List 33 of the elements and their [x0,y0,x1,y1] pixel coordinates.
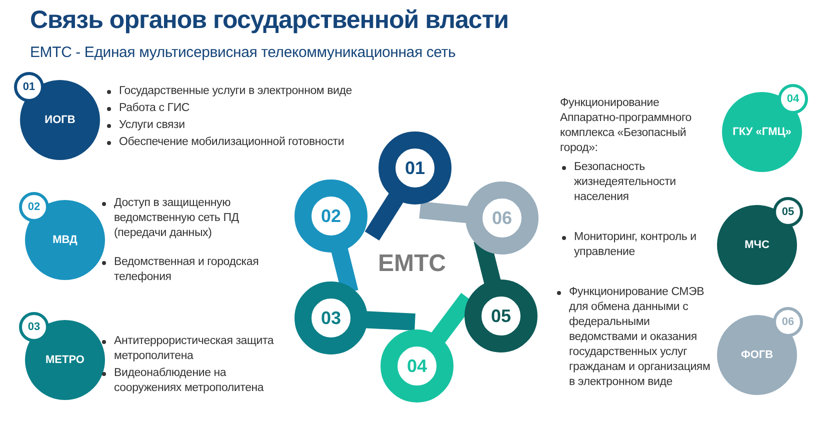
bullet-item: Работа с ГИС [105,101,365,116]
loop-number: 05 [490,306,512,326]
center-label: ЕМТС [378,250,446,278]
number-badge: 03 [19,312,49,342]
organization-name: МВД [52,234,78,246]
title: Связь органов государственной власти [30,6,508,35]
bullet-item: Мониторинг, контроль и управление [560,230,720,260]
bullet-item: Доступ в защищенную ведомственную сеть ПД (передачи данных) [100,196,260,241]
loop-number: 02 [320,206,342,226]
organization-name: ГКУ «ГМЦ» [732,126,792,138]
bullet-item: Ведомственная и городская телефония [100,255,260,285]
subtitle: ЕМТС - Единая мультисервисная телекоммуникационная сеть [30,44,456,61]
bullet-item: Антитеррористическая защита метрополитена [100,334,280,364]
bullet-item: Функционирование СМЭВ для обмена данными с федеральными ведомствами и оказания государственных услуг гражданам и организациям в электронном виде [555,285,715,390]
organization-name: ФОГВ [740,349,774,361]
bullet-item: Видеонаблюдение на сооружениях метрополитена [100,366,280,396]
bullet-item: Услуги связи [105,118,365,133]
number-badge: 01 [14,72,44,102]
number-badge: 06 [773,307,803,337]
organization-name: ИОГВ [44,114,76,126]
organization-name: МЧС [744,239,770,251]
bullet-item: Безопасность жизнедеятельности населения [560,160,720,205]
number-badge: 02 [19,192,49,222]
number-badge: 05 [773,197,803,227]
loop-number: 03 [320,308,342,328]
number-badge: 04 [778,84,808,114]
bullet-item: Обеспечение мобилизационной готовности [105,135,365,150]
loop-number: 06 [492,208,512,228]
description-text: Функционирование Аппаратно-программного комплекса «Безопасный город»: [560,96,692,156]
loop-number: 01 [404,158,426,178]
organization-name: МЕТРО [46,354,84,366]
loop-number: 04 [406,356,428,376]
bullet-item: Государственные услуги в электронном виде [105,84,365,99]
